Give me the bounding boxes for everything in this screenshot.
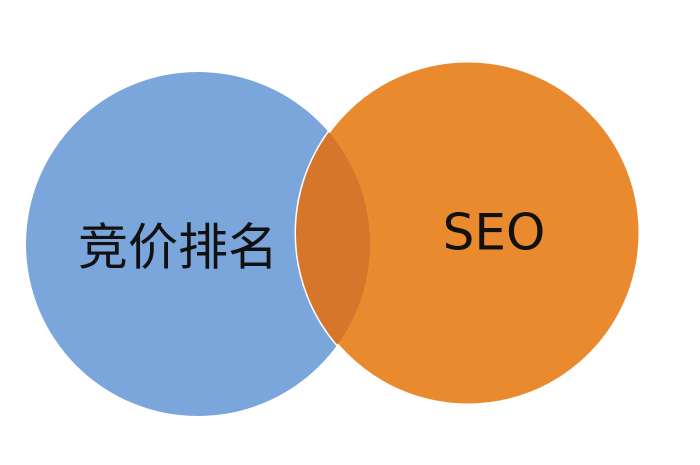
set-label-left: 竞价排名 — [78, 219, 278, 277]
set-label-right: SEO — [443, 204, 546, 262]
set-circle-left — [26, 72, 370, 416]
